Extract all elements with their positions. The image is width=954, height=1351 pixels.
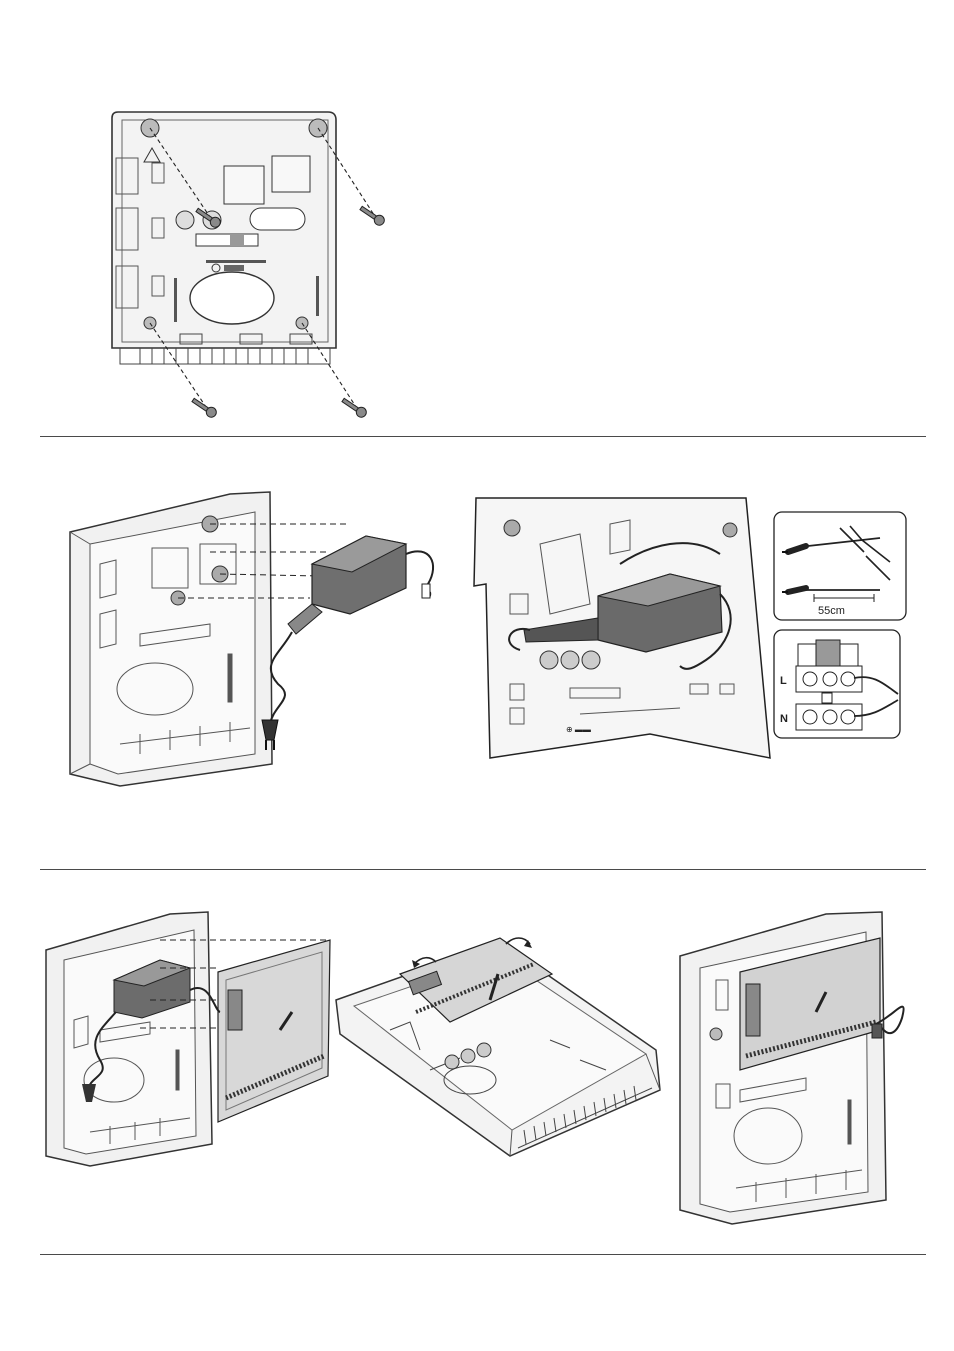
screw-icon (191, 205, 385, 418)
terminal-neutral-label: N (780, 713, 788, 725)
figure-assembly-complete (676, 904, 916, 1226)
figure-power-supply-mount (60, 484, 460, 794)
cable-length-label: 55cm (818, 605, 845, 617)
section-divider (40, 436, 926, 437)
power-plug-icon (261, 719, 279, 750)
section-divider (40, 1254, 926, 1255)
figure-power-supply-wired: ⊕ ▬▬ 55cm L N (470, 494, 910, 760)
svg-text:⊕ ▬▬: ⊕ ▬▬ (566, 725, 591, 734)
terminal-live-label: L (780, 675, 787, 687)
figure-wall-mounting (100, 108, 390, 428)
figure-pcb-seating (330, 930, 670, 1160)
warning-triangle-icon (143, 146, 161, 163)
wire-cutter-icon (839, 525, 891, 581)
figure-pcb-exploded (40, 900, 340, 1170)
section-divider (40, 869, 926, 870)
terminal-block-icon (795, 639, 863, 731)
